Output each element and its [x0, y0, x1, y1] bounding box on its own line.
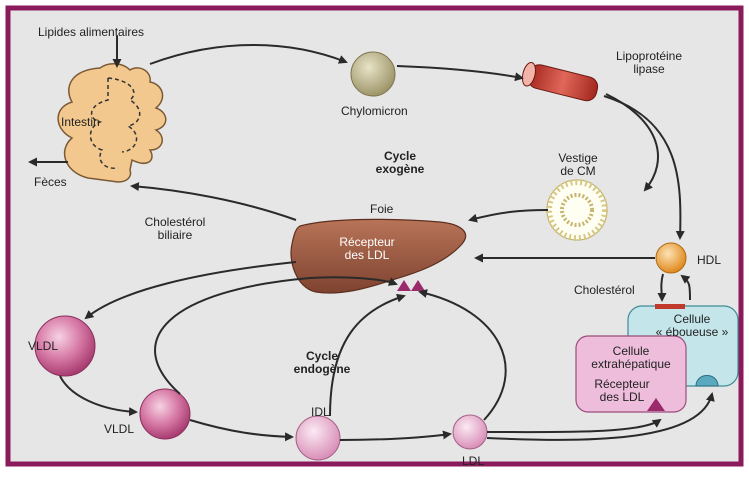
label-scavenger-cell: Cellule « éboueuse »: [650, 313, 734, 339]
idl-particle: [296, 416, 340, 460]
chylomicron-particle: [351, 52, 395, 96]
label-liver-receptor: Récepteur des LDL: [327, 236, 407, 262]
label-cell-receptor-line2: des LDL: [585, 391, 659, 404]
label-biliary-line2: biliaire: [137, 229, 213, 242]
label-liver: Foie: [370, 203, 393, 216]
label-idl: IDL: [311, 406, 330, 419]
label-scavenger-line2: « éboueuse »: [650, 326, 734, 339]
label-remnant: Vestige de CM: [548, 152, 608, 178]
label-vldl-1: VLDL: [28, 340, 58, 353]
label-vldl-2: VLDL: [104, 423, 134, 436]
ldl-particle: [453, 415, 487, 449]
hdl-particle: [656, 243, 686, 273]
scavenger-receptor: [655, 304, 685, 309]
label-exogenous-cycle: Cycle exogène: [370, 150, 430, 176]
chylomicron-remnant: [547, 180, 607, 240]
label-hdl: HDL: [697, 254, 721, 267]
label-extrahepatic-cell: Cellule extrahépatique: [580, 345, 682, 371]
label-liver-receptor-line2: des LDL: [327, 249, 407, 262]
label-exogenous-line2: exogène: [370, 163, 430, 176]
label-remnant-line2: de CM: [548, 165, 608, 178]
label-endogenous-cycle: Cycle endogène: [290, 350, 354, 376]
label-extrahepatic-line2: extrahépatique: [580, 358, 682, 371]
label-biliary-cholesterol: Cholestérol biliaire: [137, 216, 213, 242]
label-cell-receptor: Récepteur des LDL: [585, 378, 659, 404]
label-endogenous-line2: endogène: [290, 363, 354, 376]
label-intestine: Intestin: [61, 116, 100, 129]
label-cholesterol: Cholestérol: [574, 284, 635, 297]
label-lipase-line2: lipase: [606, 63, 692, 76]
label-feces: Fèces: [34, 176, 67, 189]
label-lipase: Lipoprotéine lipase: [606, 50, 692, 76]
vldl-particle-2: [140, 389, 190, 439]
label-chylomicron: Chylomicron: [341, 105, 408, 118]
label-dietary-lipids: Lipides alimentaires: [38, 26, 144, 39]
label-ldl: LDL: [462, 455, 484, 468]
